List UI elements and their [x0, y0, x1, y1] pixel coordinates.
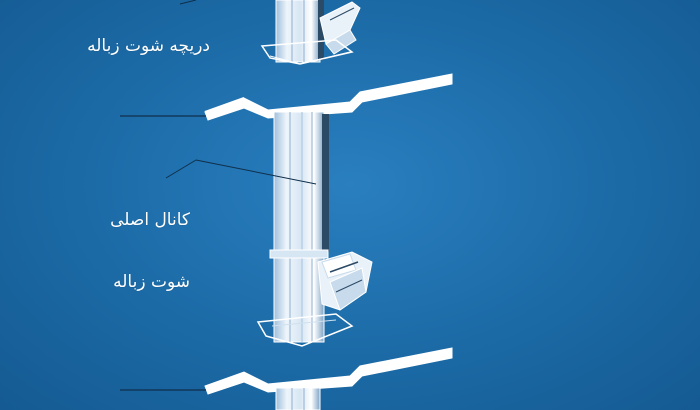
main-shaft — [269, 111, 329, 343]
upper-hatch-door-icon — [319, 1, 361, 55]
chute-label: شوت زباله — [113, 272, 190, 292]
floor-slab-icon — [204, 347, 453, 395]
upper-shaft-segment — [275, 0, 324, 63]
leader-line-icon — [179, 0, 197, 5]
upper-floor-plate — [260, 39, 354, 65]
lower-shaft-segment — [275, 387, 321, 410]
leader-line-icon — [165, 159, 197, 179]
floor-plate — [256, 313, 354, 347]
hatch-label: دریچه شوت زباله — [87, 36, 210, 56]
leader-line-icon — [195, 159, 317, 185]
main-channel-label: کانال اصلی — [110, 210, 190, 230]
floor-slab-icon — [204, 73, 453, 121]
hatch-door-icon — [317, 251, 373, 311]
